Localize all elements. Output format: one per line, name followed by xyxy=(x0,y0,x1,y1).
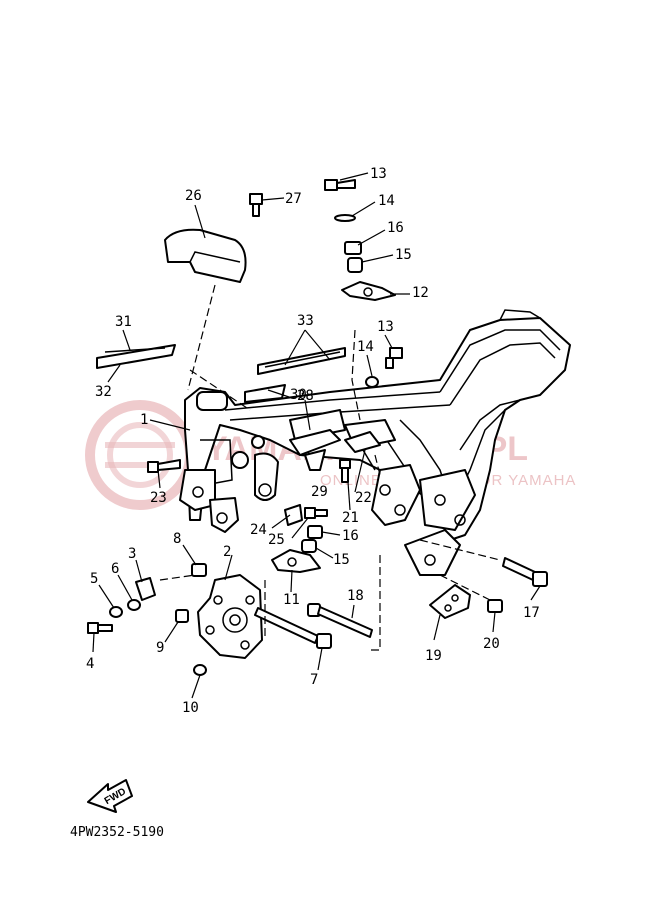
leader-lines xyxy=(92,172,541,699)
part-2-mount-plate xyxy=(197,574,263,659)
callout-10: 10 xyxy=(182,700,199,716)
callout-9: 9 xyxy=(156,640,164,656)
part-14-washer-top xyxy=(334,214,356,222)
part-13-bolt-right xyxy=(385,347,403,369)
part-22-collar xyxy=(344,431,381,453)
callout-3: 3 xyxy=(128,546,136,562)
callout-16a: 16 xyxy=(387,220,404,236)
part-14-washer-right xyxy=(365,376,379,388)
part-6-washer xyxy=(127,599,141,611)
callout-19: 19 xyxy=(425,648,442,664)
part-17-bolt xyxy=(502,557,548,587)
callout-2: 2 xyxy=(223,544,231,560)
callout-11: 11 xyxy=(283,592,300,608)
callout-29: 29 xyxy=(311,484,328,500)
callout-20: 20 xyxy=(483,636,500,652)
part-29-bracket xyxy=(304,449,326,471)
fwd-arrow-icon: FWD xyxy=(87,779,133,813)
part-23-bolt xyxy=(147,459,181,473)
callout-26: 26 xyxy=(185,188,202,204)
part-19-bracket xyxy=(429,584,471,619)
assembly-lines xyxy=(159,284,501,651)
callout-31: 31 xyxy=(115,314,132,330)
callout-4: 4 xyxy=(86,656,94,672)
callout-5: 5 xyxy=(90,571,98,587)
part-16-nut-top xyxy=(344,241,362,255)
part-5-washer xyxy=(109,606,123,618)
callout-7: 7 xyxy=(310,672,318,688)
part-27-bolt xyxy=(249,193,263,217)
callout-14a: 14 xyxy=(378,193,395,209)
part-16-nut-mid xyxy=(307,525,323,539)
callout-33: 33 xyxy=(297,313,314,329)
part-24-bracket xyxy=(284,504,303,526)
part-7-bolt xyxy=(254,607,332,649)
callout-30: 30 xyxy=(290,387,307,403)
callout-14b: 14 xyxy=(357,339,374,355)
callout-15b: 15 xyxy=(333,552,350,568)
part-8-nut xyxy=(191,563,207,577)
callout-24: 24 xyxy=(250,522,267,538)
part-20-nut xyxy=(487,599,503,613)
callout-28: 28 xyxy=(297,388,314,404)
callout-13b: 13 xyxy=(377,319,394,335)
callout-25: 25 xyxy=(268,532,285,548)
callout-18: 18 xyxy=(347,588,364,604)
part-3-bracket xyxy=(135,577,156,601)
part-11-bracket xyxy=(271,549,321,573)
part-31-plate xyxy=(96,344,176,369)
part-25-bolt xyxy=(304,507,328,519)
callout-13a: 13 xyxy=(370,166,387,182)
part-12-bracket xyxy=(341,281,396,301)
callout-15a: 15 xyxy=(395,247,412,263)
callout-16b: 16 xyxy=(342,528,359,544)
callout-labels: 1 2 3 4 5 6 7 8 9 10 11 12 13 13 14 14 1… xyxy=(86,166,540,716)
callout-1: 1 xyxy=(140,412,148,428)
part-33-damper xyxy=(257,347,346,375)
part-9-nut xyxy=(175,609,189,623)
part-15-collar-mid xyxy=(301,539,317,553)
part-4-bolt xyxy=(87,622,113,634)
part-10-washer xyxy=(193,664,207,676)
part-15-collar-top xyxy=(347,257,363,273)
part-13-bolt-top xyxy=(324,179,356,191)
callout-32: 32 xyxy=(95,384,112,400)
part-26-cover xyxy=(164,228,247,283)
part-28-bracket xyxy=(289,429,341,456)
callout-8: 8 xyxy=(173,531,181,547)
part-18-bolt xyxy=(307,603,373,638)
callout-12: 12 xyxy=(412,285,429,301)
callout-17: 17 xyxy=(523,605,540,621)
diagram-code: 4PW2352-5190 xyxy=(70,825,164,840)
callout-23: 23 xyxy=(150,490,167,506)
callout-27: 27 xyxy=(285,191,302,207)
callout-21: 21 xyxy=(342,510,359,526)
part-21-bolt xyxy=(339,459,351,483)
callout-6: 6 xyxy=(111,561,119,577)
callout-22: 22 xyxy=(355,490,372,506)
part-1-frame xyxy=(179,309,571,576)
